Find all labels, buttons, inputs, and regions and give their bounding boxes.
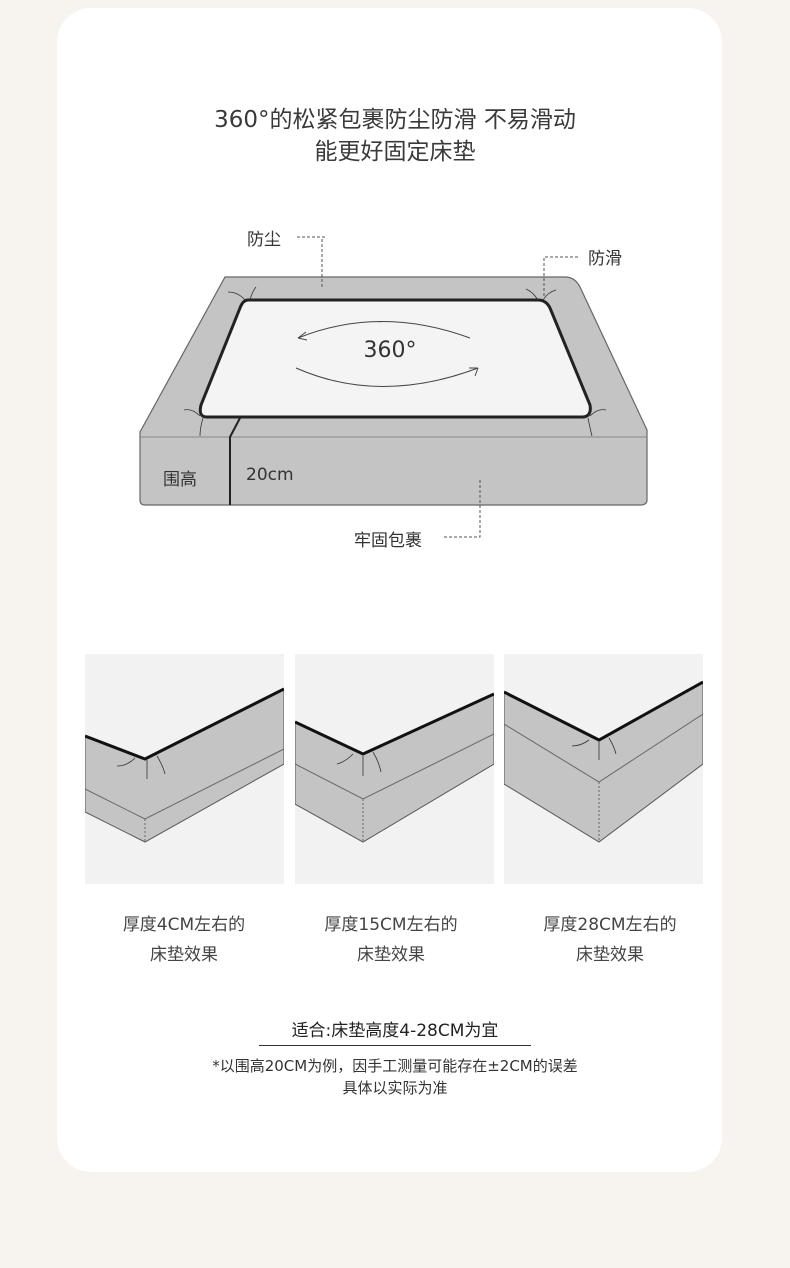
caption-4cm: 厚度4CM左右的床垫效果 — [74, 910, 294, 970]
caption-line1: 厚度4CM左右的 — [122, 915, 246, 935]
caption-line1: 厚度28CM左右的 — [543, 915, 677, 935]
caption-line2: 床垫效果 — [576, 945, 644, 965]
label-antislip: 防滑 — [588, 249, 622, 269]
content-card — [57, 8, 722, 1172]
caption-line1: 厚度15CM左右的 — [324, 915, 458, 935]
panel-15cm — [294, 654, 495, 884]
caption-line2: 床垫效果 — [357, 945, 425, 965]
headline-line1: 360°的松紧包裹防尘防滑 不易滑动 — [214, 107, 576, 133]
height-value: 20cm — [246, 465, 294, 485]
panel-4cm — [84, 654, 285, 884]
label-dust: 防尘 — [247, 230, 281, 250]
headline-line2: 能更好固定床垫 — [314, 139, 476, 165]
note-line2: 具体以实际为准 — [342, 1079, 448, 1097]
rotation-label: 360° — [364, 338, 417, 363]
fit-range: 适合:床垫高度4-28CM为宜 — [291, 1021, 499, 1041]
caption-28cm: 厚度28CM左右的床垫效果 — [500, 910, 720, 970]
panel-28cm — [503, 654, 704, 884]
note-line1: *以围高20CM为例，因手工测量可能存在±2CM的误差 — [212, 1057, 578, 1075]
label-wrap: 牢固包裹 — [354, 531, 422, 551]
caption-line2: 床垫效果 — [150, 945, 218, 965]
measurement-note: *以围高20CM为例，因手工测量可能存在±2CM的误差具体以实际为准 — [0, 1055, 790, 1099]
label-height: 围高 — [163, 470, 197, 490]
caption-15cm: 厚度15CM左右的床垫效果 — [281, 910, 501, 970]
fitted-sheet-diagram: 360° — [139, 236, 648, 538]
divider — [259, 1045, 531, 1046]
